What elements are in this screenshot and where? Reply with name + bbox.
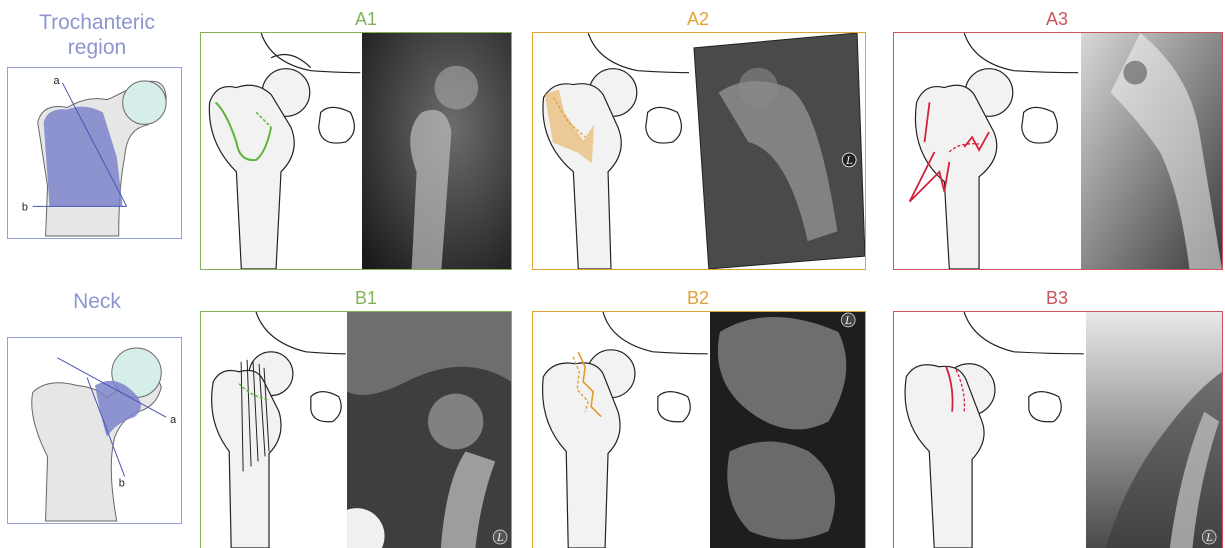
- region-title-trochanteric: Trochanteric region: [12, 10, 182, 60]
- xray-image-b2: L: [710, 312, 865, 548]
- line-b-label: b: [22, 201, 28, 213]
- xray-watermark: L: [496, 533, 504, 544]
- xray-watermark: L: [845, 156, 853, 167]
- hip-drawing-b2: [533, 312, 708, 548]
- panel-a3: [893, 32, 1223, 270]
- region-title-line1: Trochanteric: [12, 10, 182, 35]
- xray-watermark: L: [1205, 533, 1213, 544]
- xray-image-a2: L: [689, 33, 865, 269]
- panel-title-b2: B2: [668, 288, 728, 308]
- xray-image-a3: [1081, 33, 1222, 269]
- panel-b3: L: [893, 311, 1223, 548]
- panel-a2: L: [532, 32, 866, 270]
- femur-illustration-neck: a b: [8, 338, 181, 523]
- hip-drawing-b3: [894, 312, 1084, 548]
- hip-drawing-a1: [201, 33, 361, 269]
- panel-title-b1: B1: [336, 288, 396, 308]
- trochanteric-region-diagram: a b: [7, 67, 182, 239]
- line-a-label: a: [170, 414, 177, 426]
- hip-drawing-a2: [533, 33, 693, 269]
- panel-a1: [200, 32, 512, 270]
- hip-drawing-b1: [201, 312, 346, 548]
- neck-region-diagram: a b: [7, 337, 182, 524]
- femur-illustration-trochanteric: a b: [8, 68, 181, 238]
- panel-b2: L: [532, 311, 866, 548]
- xray-image-b1: L: [347, 312, 511, 548]
- panel-title-a2: A2: [668, 9, 728, 29]
- panel-title-b3: B3: [1027, 288, 1087, 308]
- panel-b1: L: [200, 311, 512, 548]
- line-a-label: a: [53, 75, 60, 87]
- panel-title-a1: A1: [336, 9, 396, 29]
- hip-drawing-a3: [894, 33, 1079, 269]
- panel-title-a3: A3: [1027, 9, 1087, 29]
- xray-image-a1: [362, 33, 511, 269]
- region-title-neck: Neck: [12, 289, 182, 314]
- xray-watermark: L: [844, 316, 852, 327]
- line-b-label: b: [119, 477, 125, 489]
- region-title-line2: region: [12, 35, 182, 60]
- xray-image-b3: L: [1086, 312, 1222, 548]
